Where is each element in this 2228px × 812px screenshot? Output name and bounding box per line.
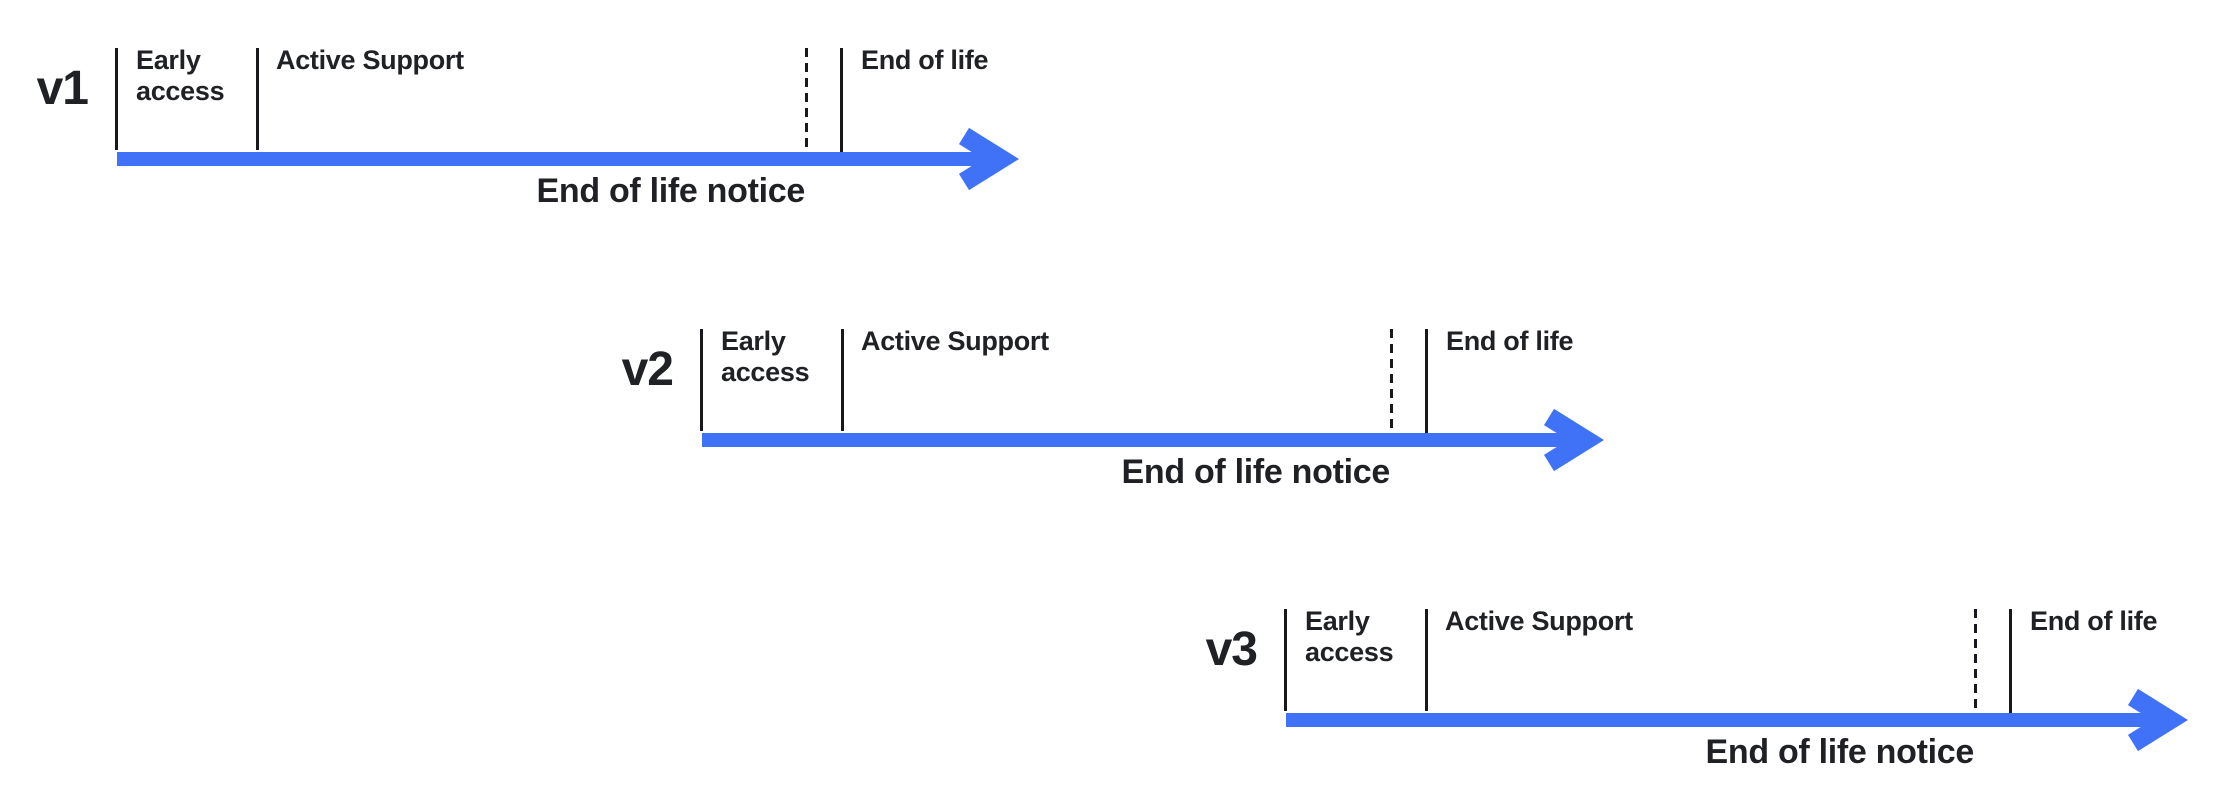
eol-notice-dashed-line xyxy=(805,48,808,152)
eol-notice-label: End of life notice xyxy=(1705,733,1975,771)
eol-notice-label: End of life notice xyxy=(536,172,806,210)
early-access-start-tick xyxy=(115,48,118,150)
eol-notice-dashed-line xyxy=(1390,329,1393,433)
active-support-start-tick xyxy=(256,48,259,150)
end-of-life-tick xyxy=(840,48,843,153)
version-label: v3 xyxy=(1205,623,1258,676)
end-of-life-label: End of life xyxy=(1446,326,1574,356)
end-of-life-label: End of life xyxy=(861,45,989,75)
version-label: v1 xyxy=(36,62,89,115)
version-label: v2 xyxy=(621,343,674,396)
end-of-life-label: End of life xyxy=(2030,606,2158,636)
early-access-start-tick xyxy=(1284,609,1287,711)
timeline-row-v2: v2 Early access Active Support End of li… xyxy=(585,321,1775,496)
timeline-arrow xyxy=(117,127,1019,191)
active-support-start-tick xyxy=(1425,609,1428,711)
eol-notice-dashed-line xyxy=(1974,609,1977,713)
timeline-row-v1: v1 Early access Active Support End of li… xyxy=(0,40,1190,215)
active-support-start-tick xyxy=(841,329,844,431)
early-access-start-tick xyxy=(700,329,703,431)
timeline-arrow xyxy=(702,408,1604,472)
end-of-life-tick xyxy=(2009,609,2012,714)
arrowhead-icon xyxy=(1543,408,1604,472)
eol-notice-label: End of life notice xyxy=(1121,453,1391,491)
early-access-label: Early access xyxy=(136,45,225,106)
early-access-label: Early access xyxy=(721,326,810,387)
timeline-row-v3: v3 Early access Active Support End of li… xyxy=(1169,601,2228,776)
active-support-label: Active Support xyxy=(1445,606,1633,636)
active-support-label: Active Support xyxy=(276,45,464,75)
early-access-label: Early access xyxy=(1305,606,1394,667)
timeline-arrow xyxy=(1286,688,2188,752)
end-of-life-tick xyxy=(1425,329,1428,434)
arrowhead-icon xyxy=(958,127,1019,191)
arrowhead-icon xyxy=(2127,688,2188,752)
active-support-label: Active Support xyxy=(861,326,1049,356)
